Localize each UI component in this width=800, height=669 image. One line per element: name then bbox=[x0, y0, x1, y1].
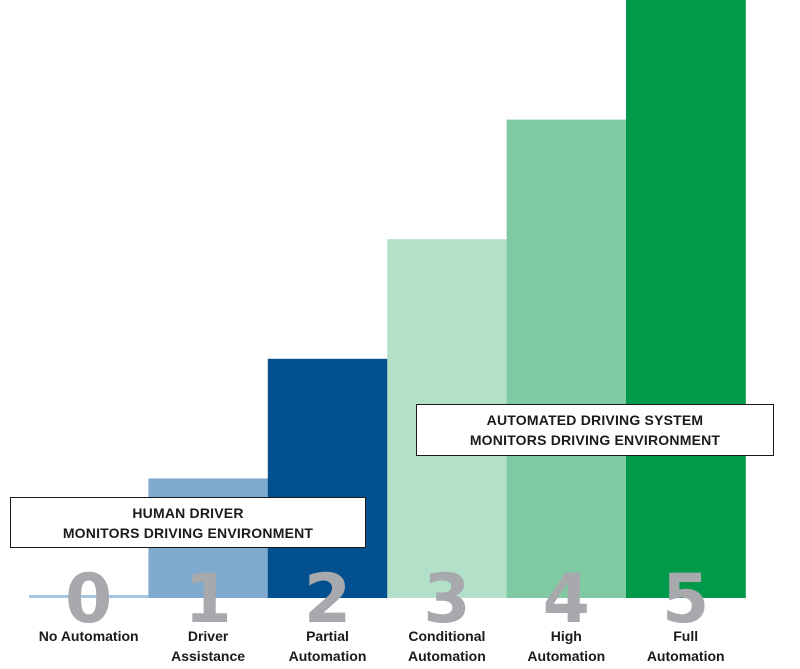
bar-level-0 bbox=[29, 595, 149, 598]
category-label-2-line1: Partial bbox=[306, 628, 349, 644]
category-label-3-line1: Conditional bbox=[408, 628, 485, 644]
level-number-0: 0 bbox=[65, 560, 112, 639]
level-number-3: 3 bbox=[423, 560, 470, 639]
automated-system-line2: MONITORS DRIVING ENVIRONMENT bbox=[469, 432, 721, 448]
category-label-3-line2: Automation bbox=[408, 648, 486, 664]
human-driver-annotation: HUMAN DRIVER MONITORS DRIVING ENVIRONMEN… bbox=[10, 497, 366, 548]
bars-group bbox=[29, 0, 746, 598]
category-label-1-line2: Assistance bbox=[171, 648, 245, 664]
human-driver-line2: MONITORS DRIVING ENVIRONMENT bbox=[62, 524, 314, 541]
automated-system-annotation: AUTOMATED DRIVING SYSTEM MONITORS DRIVIN… bbox=[416, 404, 774, 456]
bar-level-2 bbox=[267, 358, 388, 598]
bar-level-4 bbox=[506, 119, 627, 598]
automated-system-line1: AUTOMATED DRIVING SYSTEM bbox=[486, 412, 704, 428]
category-label-5-line2: Automation bbox=[647, 648, 725, 664]
category-label-4-line1: High bbox=[551, 628, 582, 644]
category-label-4-line2: Automation bbox=[527, 648, 605, 664]
level-number-1: 1 bbox=[184, 560, 231, 639]
category-label-0-line1: No Automation bbox=[39, 628, 139, 644]
level-number-5: 5 bbox=[662, 560, 709, 639]
bar-level-5 bbox=[626, 0, 746, 598]
level-number-2: 2 bbox=[304, 560, 351, 639]
category-label-2-line2: Automation bbox=[289, 648, 367, 664]
category-label-1-line1: Driver bbox=[188, 628, 229, 644]
category-label-5-line1: Full bbox=[673, 628, 698, 644]
human-driver-line1: HUMAN DRIVER bbox=[132, 504, 244, 521]
level-number-4: 4 bbox=[543, 560, 590, 639]
